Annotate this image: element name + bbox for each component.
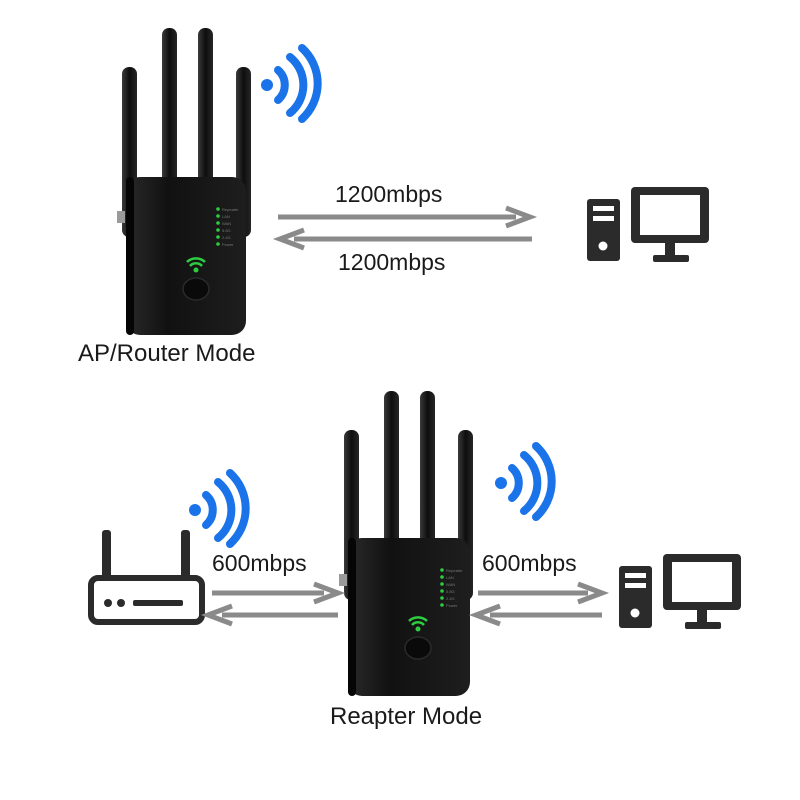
svg-text:2.4G: 2.4G — [222, 235, 231, 240]
computer-icon — [619, 554, 741, 629]
svg-text:5.8G: 5.8G — [446, 589, 455, 594]
wps-button — [182, 277, 210, 301]
svg-text:5.8G: 5.8G — [222, 228, 231, 233]
speed-label-right: 600mbps — [482, 550, 577, 576]
svg-text:Power: Power — [446, 603, 458, 608]
wifi-signal-icon — [261, 44, 322, 123]
antenna — [420, 391, 435, 561]
svg-text:WAN: WAN — [446, 582, 455, 587]
arrow-left — [272, 227, 532, 251]
wifi-signal-icon — [189, 469, 250, 548]
device-body — [348, 538, 470, 696]
antenna — [198, 28, 213, 198]
device-body — [126, 177, 246, 335]
mode-label-ap-router: AP/Router Mode — [78, 340, 256, 367]
arrow-right — [212, 581, 346, 605]
svg-text:Power: Power — [222, 242, 234, 247]
arrow-left — [468, 603, 602, 627]
svg-text:Repeater: Repeater — [446, 568, 463, 573]
svg-text:LAN: LAN — [446, 575, 454, 580]
router-icon — [88, 530, 205, 625]
arrow-left — [200, 603, 338, 627]
wps-button-icon — [186, 257, 206, 273]
svg-text:LAN: LAN — [222, 214, 230, 219]
svg-text:WAN: WAN — [222, 221, 231, 226]
mode-label-repeater: Reapter Mode — [330, 703, 483, 730]
svg-text:2.4G: 2.4G — [446, 596, 455, 601]
svg-text:Repeater: Repeater — [222, 207, 239, 212]
antenna — [384, 391, 399, 561]
wps-button-icon — [408, 616, 428, 632]
antenna — [162, 28, 177, 198]
speed-label-in: 1200mbps — [338, 249, 446, 275]
wifi-signal-icon — [495, 442, 556, 521]
speed-label-out: 1200mbps — [335, 181, 443, 207]
wps-button — [404, 636, 432, 660]
arrow-right — [278, 205, 538, 229]
computer-icon — [587, 187, 709, 262]
speed-label-left: 600mbps — [212, 550, 307, 576]
arrow-right — [478, 581, 610, 605]
